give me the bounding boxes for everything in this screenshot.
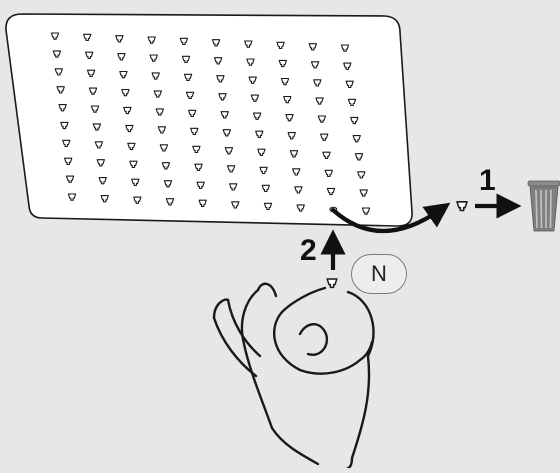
step-label-remove: 1 <box>479 164 496 197</box>
removed-nozzle-icon <box>456 201 468 212</box>
hand-illustration <box>212 282 375 470</box>
step-label-insert: 2 <box>300 234 317 267</box>
new-nozzle-icon <box>326 278 338 289</box>
trash-bin-icon <box>527 180 560 232</box>
shower-head-panel <box>5 13 413 227</box>
nozzle-badge-n: N <box>351 254 407 294</box>
removal-curve-arrow <box>330 202 451 234</box>
